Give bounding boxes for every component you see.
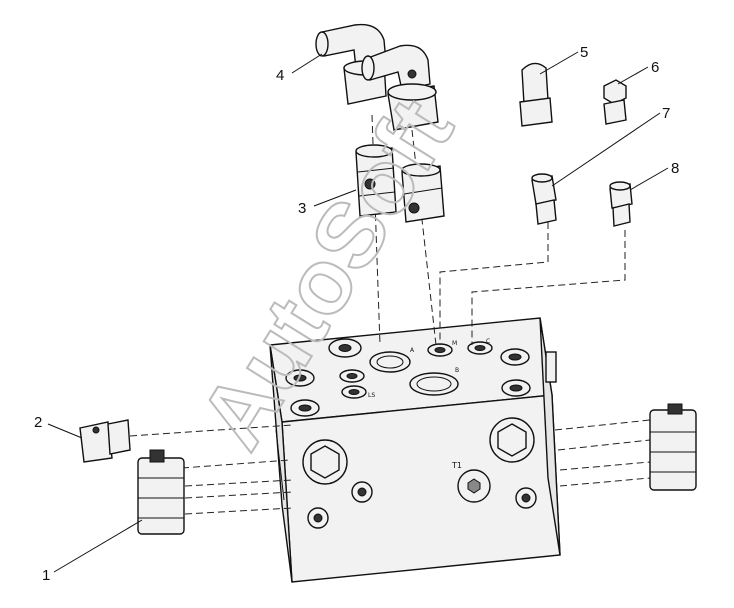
leader-lines xyxy=(47,51,669,573)
callout-5: 5 xyxy=(580,44,588,61)
top-ports: A M C B LS xyxy=(285,338,531,417)
port-label-m: M xyxy=(452,340,457,347)
callout-7: 7 xyxy=(662,105,670,122)
callout-3: 3 xyxy=(298,200,306,217)
solenoid-coils xyxy=(137,403,697,535)
callout-8: 8 xyxy=(671,160,679,177)
port-label-t1: T1 xyxy=(451,461,462,470)
port-label-a: A xyxy=(410,347,415,354)
callout-4: 4 xyxy=(276,67,284,84)
front-plugs: T1 xyxy=(302,417,537,529)
elbow-fittings xyxy=(315,23,439,131)
port-label-ls: LS xyxy=(368,392,375,399)
side-plug xyxy=(79,419,131,463)
callout-1: 1 xyxy=(42,567,50,584)
callout-2: 2 xyxy=(34,414,42,431)
small-fittings xyxy=(519,62,633,227)
callout-6: 6 xyxy=(651,59,659,76)
port-label-c: C xyxy=(486,338,490,345)
valve-block: A M C B LS T1 xyxy=(269,317,561,583)
port-label-b: B xyxy=(455,367,459,374)
callout-numbers: 1 2 3 4 5 6 7 8 xyxy=(34,44,679,584)
straight-fittings xyxy=(355,144,445,223)
